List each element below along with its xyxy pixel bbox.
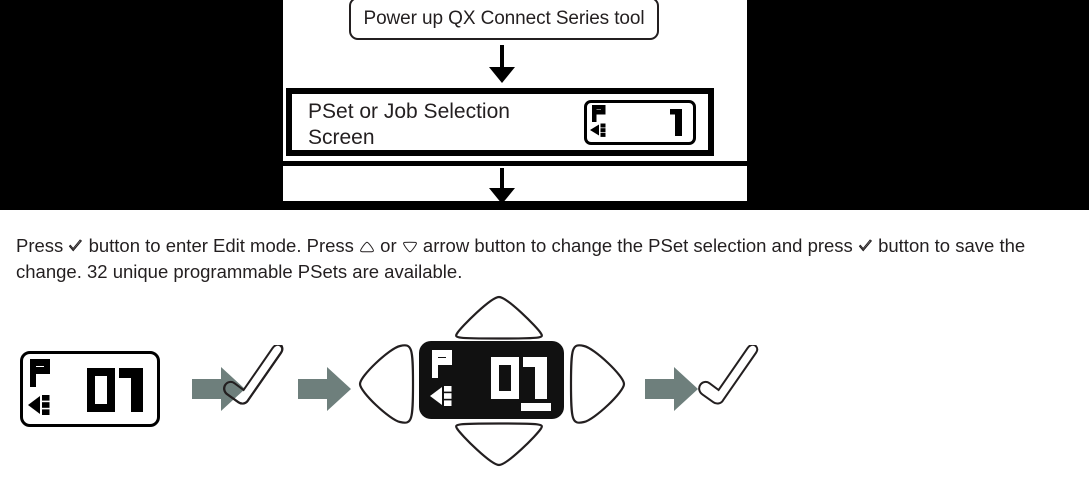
check-button-icon xyxy=(858,238,873,253)
lcd-digit-value xyxy=(670,109,682,136)
check-button-icon-step4[interactable] xyxy=(697,343,761,420)
pset-list-icon xyxy=(28,395,50,415)
flowchart-column-lower xyxy=(283,166,747,201)
arrow-shaft xyxy=(500,168,504,190)
mode-letter-p xyxy=(592,105,606,122)
check-button-icon-step2[interactable] xyxy=(222,342,286,420)
flowchart-start-box: Power up QX Connect Series tool xyxy=(349,0,659,40)
up-arrow-button[interactable] xyxy=(449,294,549,345)
instructions-text-5: button to save the change. 32 unique pro… xyxy=(16,234,1026,282)
flowchart-screen-label-line1: PSet or Job Selection xyxy=(308,100,510,123)
lcd-digit-1 xyxy=(523,357,547,399)
lcd-normal-glyphs xyxy=(28,359,143,415)
instructions-text-4: arrow button to change the PSet selectio… xyxy=(417,234,858,256)
mini-lcd-glyphs xyxy=(590,105,682,137)
lcd-edit-glyphs xyxy=(430,350,551,411)
left-arrow-button[interactable] xyxy=(355,344,423,429)
flowchart-down-arrow-1 xyxy=(489,45,515,83)
right-arrow-icon-1 xyxy=(192,365,246,418)
down-arrow-button[interactable] xyxy=(449,422,549,473)
lcd-normal-display xyxy=(20,351,160,427)
check-button-icon xyxy=(68,238,83,253)
flowchart-down-arrow-2 xyxy=(489,168,515,204)
arrow-head xyxy=(489,188,515,204)
right-arrow-button[interactable] xyxy=(561,344,629,429)
down-arrow-button-icon xyxy=(402,240,418,253)
arrow-head xyxy=(489,67,515,83)
pset-list-icon xyxy=(430,386,452,406)
right-arrow-icon-2 xyxy=(298,365,352,418)
up-arrow-button-icon xyxy=(359,240,375,253)
mode-letter-p xyxy=(432,350,452,378)
instructions-text-1: Press xyxy=(16,234,69,256)
lcd-digit-0 xyxy=(87,368,115,412)
edit-sequence-diagram xyxy=(0,288,1089,479)
arrow-shaft xyxy=(500,45,504,69)
flowchart-band: Power up QX Connect Series tool PSet or … xyxy=(0,0,1089,210)
flowchart-screen-box: PSet or Job Selection Screen xyxy=(286,88,714,156)
edit-mode-dpad-group xyxy=(355,288,645,479)
mode-letter-p xyxy=(30,359,50,387)
instructions-paragraph: Press button to enter Edit mode. Press o… xyxy=(16,233,1076,285)
lcd-edit-display xyxy=(419,341,564,419)
right-arrow-icon-3 xyxy=(645,365,699,418)
flowchart-screen-label: PSet or Job Selection Screen xyxy=(308,99,578,151)
flowchart-screen-label-line2: Screen xyxy=(308,126,375,149)
mini-lcd-display xyxy=(584,100,696,145)
lcd-digit-0 xyxy=(491,357,519,399)
lcd-digit-1 xyxy=(119,368,143,412)
flowchart-start-label: Power up QX Connect Series tool xyxy=(363,7,645,29)
underline-cursor xyxy=(521,403,551,411)
instructions-text-3: or xyxy=(375,234,402,256)
instructions-text-2: button to enter Edit mode. Press xyxy=(83,234,360,256)
pset-list-icon xyxy=(590,123,606,137)
